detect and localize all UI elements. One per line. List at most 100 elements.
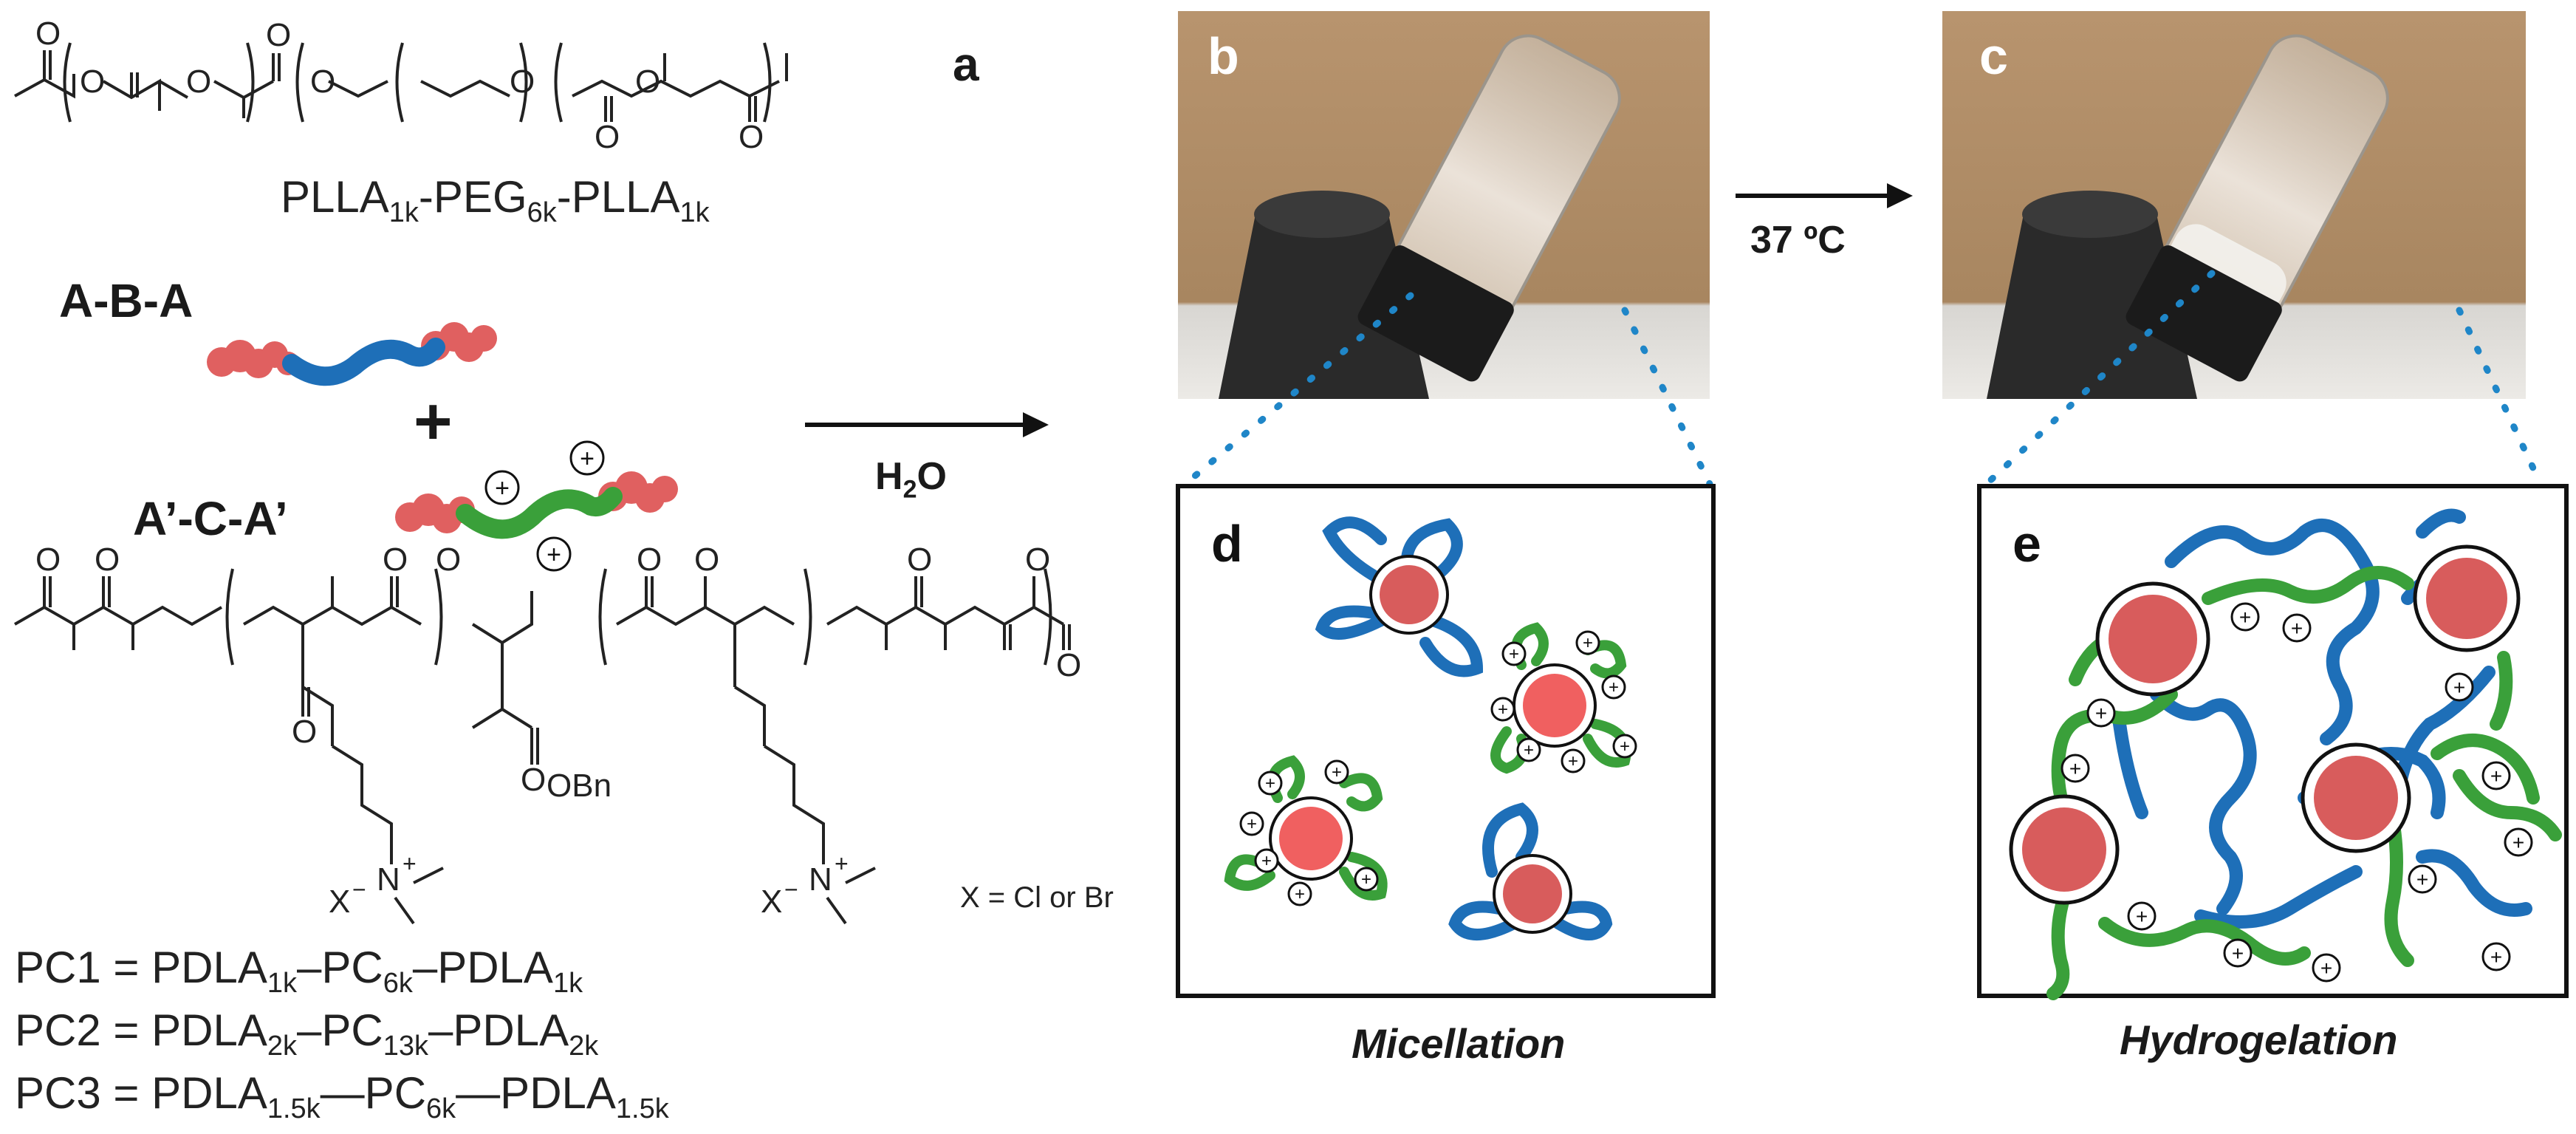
charge-symbol: +: [2453, 676, 2465, 699]
charge-symbol: +: [2416, 868, 2428, 891]
charge-symbol: +: [2490, 946, 2502, 969]
charge-symbol: +: [2239, 606, 2251, 629]
charge-symbol: +: [1261, 851, 1272, 871]
micelle-peg: [1448, 802, 1613, 940]
charge-symbol: +: [495, 474, 510, 502]
h2o-label: H2O: [875, 455, 947, 504]
atom-o: O: [310, 64, 335, 100]
atom-o: O: [1056, 647, 1081, 683]
charge-symbol: +: [2095, 702, 2107, 725]
charge-symbol: +: [1568, 751, 1578, 771]
atom-o: O: [35, 16, 61, 52]
atom-o: O: [510, 64, 535, 100]
charge-symbol: +: [1498, 700, 1508, 720]
atom-o: O: [635, 64, 660, 100]
ammonium-n: N: [377, 861, 400, 898]
charge-symbol: +: [2136, 905, 2148, 928]
photo-c: c: [1942, 11, 2526, 399]
atom-o: O: [436, 542, 461, 578]
micelle-pc: [1224, 755, 1388, 901]
vial-cap: [1357, 245, 1514, 382]
atom-o: O: [907, 542, 932, 578]
caption-micellation: Micellation: [1352, 1020, 1566, 1067]
panel-label-d: d: [1211, 515, 1243, 573]
charge-symbol: +: [1583, 633, 1593, 653]
bottom-polymer-structure: [14, 568, 1071, 864]
charge-symbol: +: [2232, 942, 2244, 965]
atom-o: O: [739, 119, 764, 155]
charge-symbol: +: [1265, 773, 1275, 793]
formula-pc3: PC3 = PDLA1.5k—PC6k—PDLA1.5k: [15, 1068, 669, 1124]
panel-label-c: c: [1979, 27, 2008, 85]
charge-symbol: +: [2490, 765, 2502, 788]
bottom-polymer-atoms: O O O O O O O O O O O OBn N + X − N + X …: [35, 542, 1114, 920]
caption-hydrogelation: Hydrogelation: [2120, 1017, 2398, 1063]
atom-o: O: [35, 542, 61, 578]
atom-o: O: [186, 64, 211, 100]
atom-o: O: [383, 542, 408, 578]
plus-sign: +: [414, 385, 453, 459]
top-polymer-atoms: O O O O O O O O O: [35, 16, 764, 155]
micelle-peg: [1315, 516, 1484, 677]
charge-symbol: +: [2291, 617, 2303, 640]
aba-label: A-B-A: [59, 274, 193, 327]
ammonium-charge: +: [402, 850, 417, 877]
ammonium-n: N: [809, 861, 832, 898]
atom-o: O: [694, 542, 719, 578]
panel-label-b: b: [1208, 27, 1239, 85]
ammonium-methyls: [394, 867, 876, 925]
charge-symbol: +: [1509, 644, 1519, 664]
temperature-label: 37 ºC: [1750, 219, 1846, 262]
counterion-x: X: [761, 884, 782, 920]
atom-o: O: [637, 542, 662, 578]
charge-symbol: +: [580, 445, 595, 473]
atom-o: O: [521, 762, 546, 798]
atom-o: O: [95, 542, 120, 578]
obn-group: OBn: [547, 768, 612, 804]
counterion-charge: −: [352, 876, 366, 903]
ammonium-charge: +: [835, 850, 849, 877]
charge-symbol: +: [2320, 957, 2332, 980]
photo-b: b: [1178, 11, 1710, 399]
counterion-x: X: [329, 884, 350, 920]
counterion-note: X = Cl or Br: [960, 881, 1114, 914]
vial-stand: [1987, 199, 2197, 399]
charge-symbol: +: [547, 541, 561, 569]
panel-label-a: a: [953, 38, 979, 91]
aca-label: A’-C-A’: [133, 492, 288, 545]
formula-pc1: PC1 = PDLA1k–PC6k–PDLA1k: [15, 943, 583, 999]
hydrogel-cores: [2009, 544, 2521, 905]
atom-o: O: [292, 714, 317, 750]
atom-o: O: [80, 64, 105, 100]
top-polymer-structure: [14, 42, 788, 123]
top-polymer-name: PLLA1k-PEG6k-PLLA1k: [281, 172, 710, 228]
vial-stand: [1219, 199, 1429, 399]
counterion-charge: −: [784, 876, 798, 903]
atom-o: O: [266, 17, 291, 53]
charge-symbol: +: [2069, 757, 2081, 780]
temperature-arrow: [1736, 183, 1913, 208]
h2o-arrow: [805, 412, 1049, 437]
panel-label-e: e: [2012, 515, 2041, 573]
charge-symbol: +: [2512, 831, 2524, 854]
charges-d: [1239, 630, 1637, 906]
aba-chain-cartoon: [207, 322, 497, 386]
charge-symbol: +: [1620, 737, 1630, 756]
aca-chain-cartoon: [395, 440, 678, 572]
charge-symbol: +: [1247, 814, 1257, 834]
atom-o: O: [1025, 542, 1050, 578]
charge-symbol: +: [1524, 740, 1534, 760]
formula-pc2: PC2 = PDLA2k–PC13k–PDLA2k: [15, 1005, 599, 1062]
charge-symbol: +: [1361, 870, 1371, 889]
zoom-lines: [1182, 270, 2544, 488]
charge-symbol: +: [1332, 762, 1342, 782]
charges-e: [2061, 602, 2533, 983]
atom-o: O: [595, 119, 620, 155]
vial-cap: [2125, 245, 2282, 382]
charge-symbol: +: [1609, 677, 1619, 697]
